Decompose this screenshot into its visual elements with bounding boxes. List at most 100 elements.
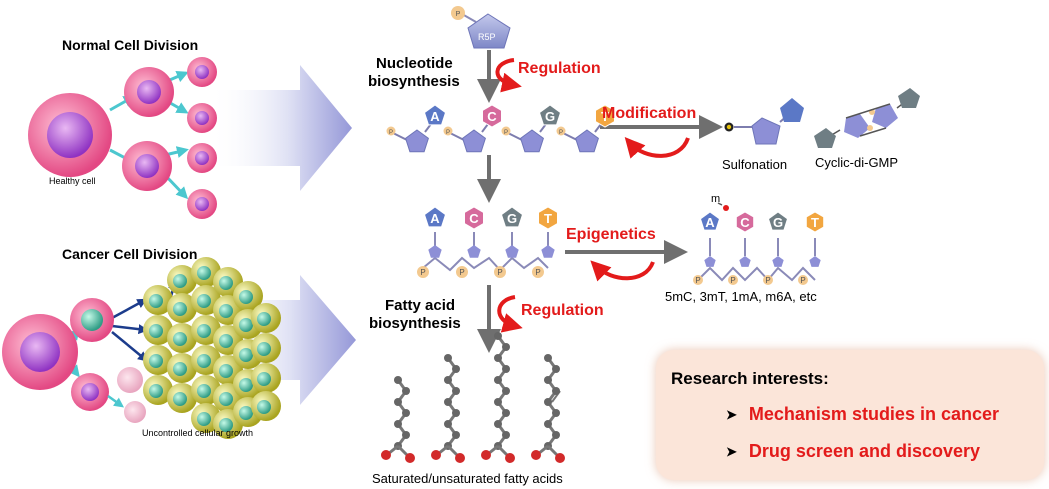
oxygen-atom-icon: [431, 450, 441, 460]
carbon-atom-icon: [452, 431, 460, 439]
cancer-nucleus-icon: [239, 378, 253, 392]
normal-cell-division-title: Normal Cell Division: [62, 37, 199, 53]
sulfonation-molecule: [724, 98, 804, 145]
base-letter: C: [740, 215, 750, 230]
cancer-nucleus-icon: [149, 294, 163, 308]
base-a-icon: [699, 211, 721, 231]
carbon-atom-icon: [544, 376, 552, 384]
regulation-label-bottom: Regulation: [521, 302, 604, 319]
cancer-nucleus-icon: [219, 304, 233, 318]
sulfonation-label: Sulfonation: [722, 157, 788, 172]
research-interests-panel: Research interests: ➤ Mechanism studies i…: [656, 350, 1044, 480]
carbon-atom-icon: [502, 431, 510, 439]
oxygen-atom-icon: [531, 450, 541, 460]
base-a-icon: [423, 206, 447, 228]
carbon-atom-icon: [494, 354, 502, 362]
sugar-icon: [809, 256, 821, 267]
phosphate-letter: P: [504, 130, 508, 136]
sugar-icon: [505, 245, 519, 258]
carbon-atom-icon: [494, 376, 502, 384]
base-letter: A: [430, 211, 440, 226]
sugar-icon: [520, 129, 544, 153]
healthy-cell-label: Healthy cell: [49, 176, 96, 186]
research-item-label: Drug screen and discovery: [748, 441, 980, 461]
cancer-nucleus-icon: [197, 384, 211, 398]
phosphate-letter: P: [695, 276, 700, 285]
phosphate-letter: P: [765, 276, 770, 285]
cancer-nucleus-icon: [219, 276, 233, 290]
cancer-nucleus-icon: [219, 418, 233, 432]
phosphate-icon: [556, 126, 566, 136]
modification-cycle-arrow: [624, 137, 690, 159]
nucleotide-title-line2: biosynthesis: [368, 73, 460, 90]
carbon-atom-icon: [394, 376, 402, 384]
carbon-atom-icon: [544, 354, 552, 362]
oxygen-atom-icon: [381, 450, 391, 460]
cancer-nucleus-icon: [257, 372, 271, 386]
bullet-arrow-icon: ➤: [726, 407, 737, 422]
phosphate-icon: [728, 275, 738, 285]
carbon-atom-icon: [502, 409, 510, 417]
cancer-nucleus-icon: [257, 400, 271, 414]
base-letter: T: [811, 215, 819, 230]
phosphate-icon: [693, 275, 703, 285]
fatty-title-line2: biosynthesis: [369, 315, 461, 332]
cancer-nucleus-icon: [257, 312, 271, 326]
base-c-icon: [735, 211, 755, 233]
base-g-icon: [767, 211, 789, 231]
sugar-icon: [541, 245, 555, 258]
r5p-molecule: P: [451, 6, 511, 49]
cyclic-di-gmp-label: Cyclic-di-GMP: [815, 155, 899, 170]
phosphate-icon: [417, 266, 429, 278]
base-c-icon: [464, 206, 484, 230]
big-arrow-top: [210, 65, 352, 191]
r5p-label: R5P: [478, 32, 496, 42]
phosphate-letter: P: [559, 130, 563, 136]
cancer-nucleus-icon: [173, 362, 187, 376]
base-t-icon: [805, 211, 825, 233]
base-t-icon: [595, 104, 615, 128]
phosphate-icon: [501, 126, 511, 136]
cancer-nucleus-icon: [149, 384, 163, 398]
base-a-icon: [423, 104, 447, 126]
cyclic-di-gmp-molecule: [814, 88, 920, 148]
phosphate-icon: [386, 126, 396, 136]
regulation-cycle-arrow-top: [495, 58, 522, 93]
carbon-atom-icon: [552, 431, 560, 439]
carbon-atom-icon: [452, 365, 460, 373]
oxygen-atom-icon: [505, 453, 515, 463]
carbon-atom-icon: [402, 409, 410, 417]
cancer-nucleus-icon: [257, 342, 271, 356]
methyl-label: m: [711, 193, 721, 205]
phosphate-icon: [494, 266, 506, 278]
cancer-nucleus-icon: [173, 274, 187, 288]
cancer-cell-division-title: Cancer Cell Division: [62, 246, 198, 262]
phosphate-letter: P: [389, 130, 393, 136]
sugar-icon: [462, 129, 486, 153]
carbon-atom-icon: [502, 365, 510, 373]
regulation-cycle-arrow-bottom: [497, 295, 523, 333]
sugar-icon: [772, 256, 784, 267]
cancer-nucleus-icon: [173, 392, 187, 406]
carbon-atom-icon: [502, 387, 510, 395]
cancer-nucleus-icon: [197, 324, 211, 338]
research-item-label: Mechanism studies in cancer: [748, 404, 999, 424]
base-letter: G: [773, 215, 783, 230]
pathway-arrows: [477, 50, 723, 353]
research-item: ➤ Mechanism studies in cancer: [726, 404, 999, 425]
cancer-nucleus-icon: [219, 364, 233, 378]
research-interests-title: Research interests:: [671, 369, 829, 388]
epigenetics-cycle-arrow: [590, 260, 655, 282]
modification-label: Modification: [602, 105, 697, 122]
cancer-nucleus-icon: [173, 302, 187, 316]
oxygen-atom-icon: [455, 453, 465, 463]
sugar-icon: [704, 256, 716, 267]
base-letter: G: [507, 211, 517, 226]
phosphate-letter: P: [420, 268, 425, 277]
phosphate-icon: [456, 266, 468, 278]
base-letter: A: [430, 109, 440, 124]
oxygen-atom-icon: [405, 453, 415, 463]
cancer-nucleus-icon: [239, 318, 253, 332]
carbon-atom-icon: [552, 365, 560, 373]
